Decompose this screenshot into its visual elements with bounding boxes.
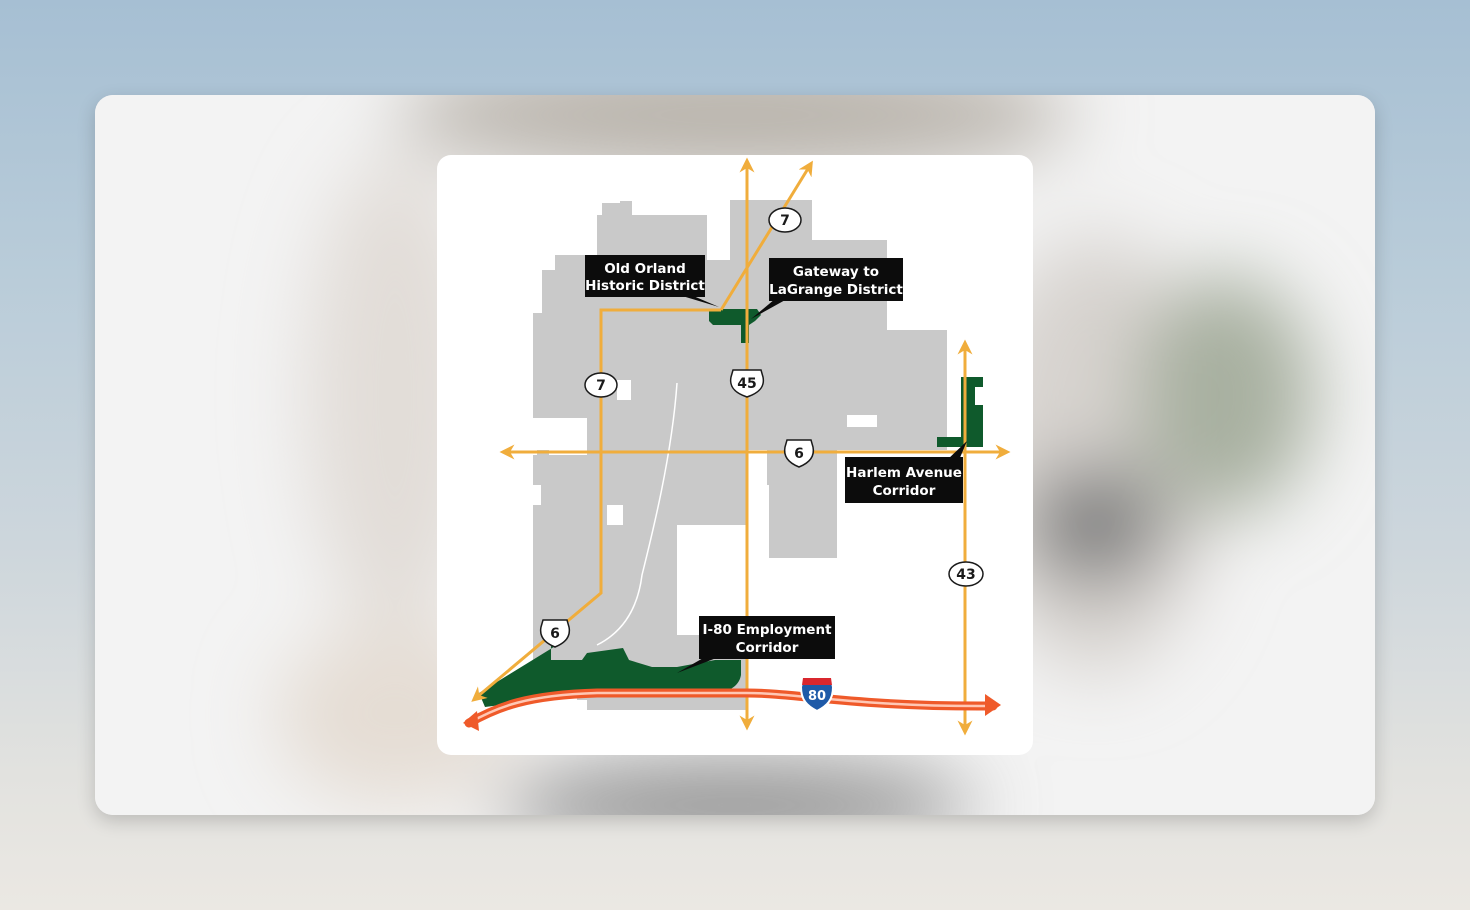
route-7-west-label: 7 [596, 378, 606, 394]
i80-label-line2: Corridor [736, 640, 799, 656]
route-7-north-label: 7 [780, 213, 790, 229]
lightbox-overlay: 7 7 45 6 6 43 [95, 95, 1375, 815]
us-6-southwest-label: 6 [550, 626, 560, 642]
callout-harlem-avenue-corridor: Harlem Avenue Corridor [845, 441, 967, 503]
i80-west-arrow [463, 711, 479, 731]
route-7-north-shield: 7 [768, 207, 802, 233]
gateway-label-line2: LaGrange District [769, 282, 903, 298]
us-6-east-shield: 6 [783, 439, 815, 468]
development-districts-map: 7 7 45 6 6 43 [463, 157, 1011, 736]
route-43-label: 43 [956, 567, 975, 583]
old-orland-label-line1: Old Orland [604, 261, 686, 277]
interstate-80 [463, 688, 1001, 731]
old-orland-label-line2: Historic District [585, 278, 705, 294]
us-6-east-label: 6 [794, 446, 804, 462]
harlem-label-line1: Harlem Avenue [846, 465, 962, 481]
route-7-us-6-southwest-road [471, 308, 721, 702]
us-45-label: 45 [737, 376, 756, 392]
map-card: 7 7 45 6 6 43 [437, 155, 1033, 755]
callout-i80-employment-corridor: I-80 Employment Corridor [677, 616, 835, 673]
us-6-southwest-shield: 6 [539, 619, 571, 648]
creek-line [596, 382, 678, 646]
interstate-80-label: 80 [808, 689, 826, 704]
interstate-80-shield: 80 [799, 677, 835, 713]
harlem-label-line2: Corridor [873, 483, 936, 499]
callout-old-orland-historic-district: Old Orland Historic District [585, 255, 719, 307]
i80-east-arrow [985, 694, 1001, 716]
us-45-shield: 45 [729, 369, 765, 398]
callout-gateway-to-lagrange-district: Gateway to LaGrange District [751, 258, 903, 319]
route-7-northeast-road [719, 160, 813, 311]
gateway-label-line1: Gateway to [793, 264, 879, 280]
route-7-west-shield: 7 [584, 372, 618, 398]
route-43-shield: 43 [948, 561, 984, 587]
i80-label-line1: I-80 Employment [702, 622, 832, 638]
roads [471, 157, 1011, 736]
